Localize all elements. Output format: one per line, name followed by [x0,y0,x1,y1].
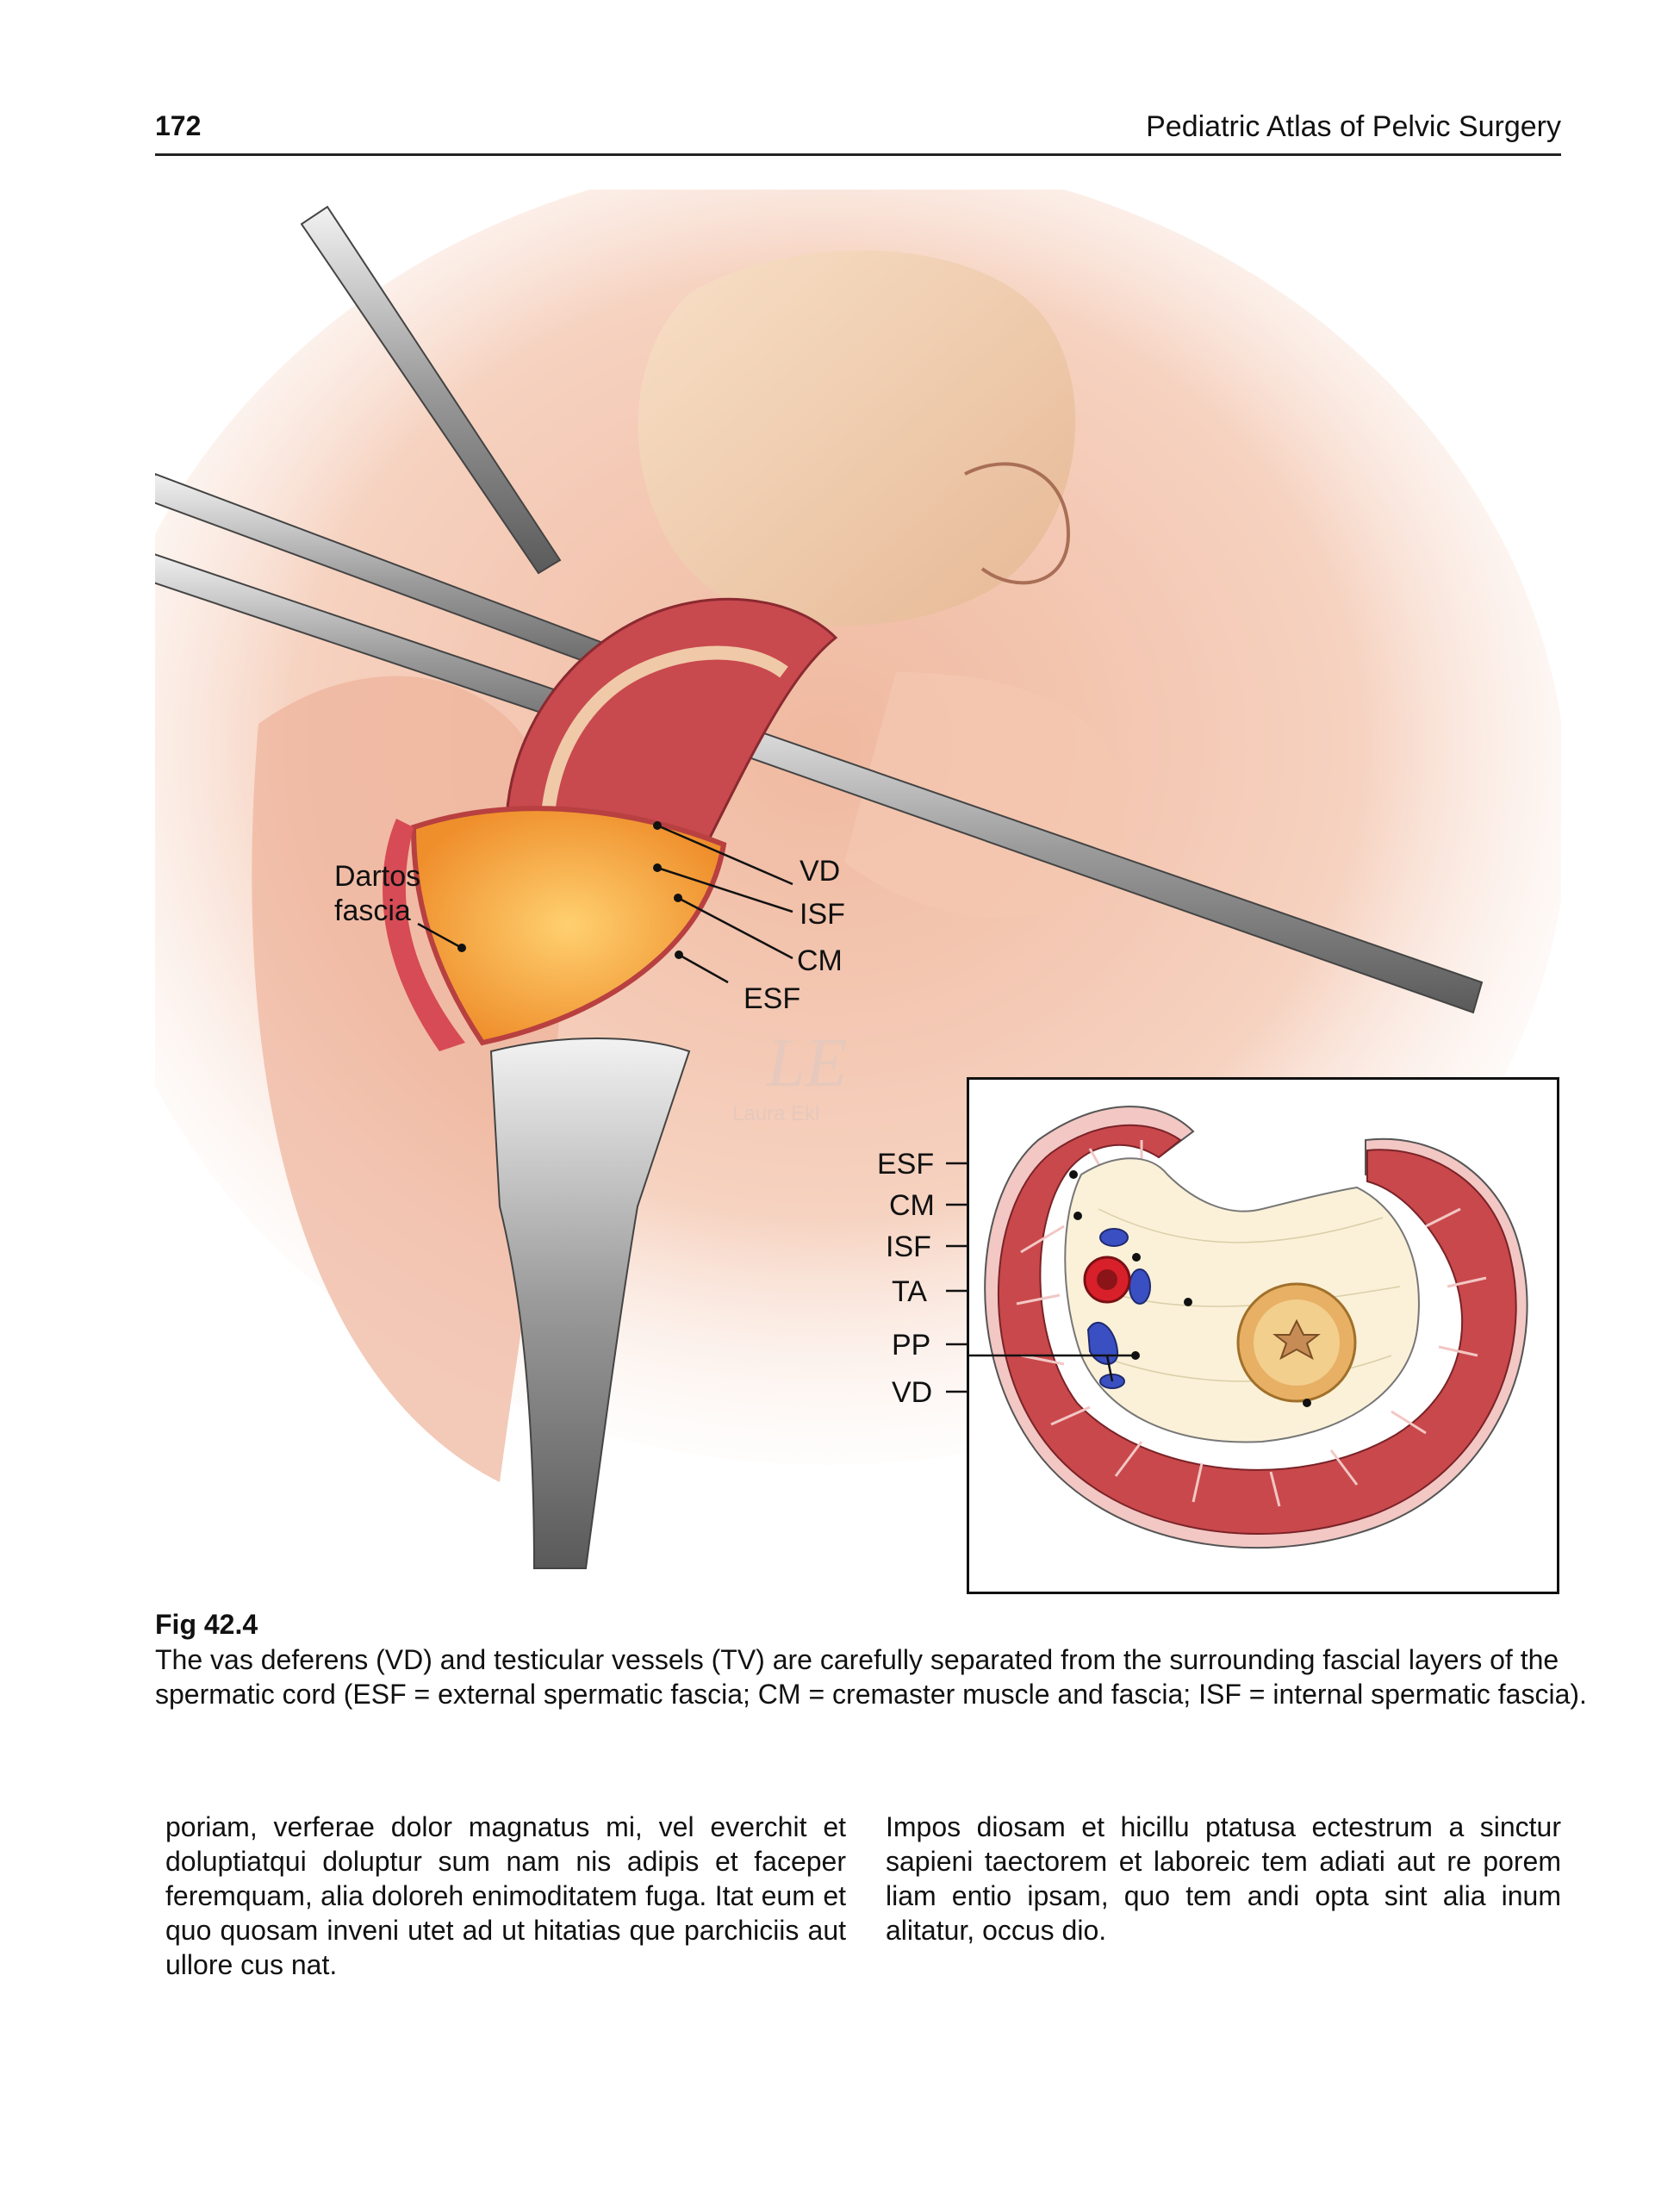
label-vd: VD [800,855,840,888]
inset-label-ta: TA [892,1275,927,1308]
dartos-fascia-edge [383,819,465,1051]
inset-leader-dots [1069,1170,1311,1407]
header-rule [155,153,1561,156]
main-leader-lines [417,824,793,984]
surgeon-finger [638,250,1076,626]
running-header-title: Pediatric Atlas of Pelvic Surgery [1146,110,1561,143]
label-dartos-line1: Dartos [334,860,420,893]
forceps-upper [300,205,562,575]
page-number: 172 [155,110,202,141]
vein-right [1129,1268,1151,1305]
label-isf: ISF [800,898,845,931]
vas-lumen [1272,1318,1321,1361]
vein-small-top [1099,1228,1129,1247]
pampiniform-plexus-1 [1086,1322,1119,1365]
figure-caption-text: The vas deferens (VD) and testicular ves… [155,1644,1587,1710]
label-esf: ESF [744,982,800,1015]
retractor [489,1038,691,1569]
main-leader-dots [457,821,683,959]
cord-fibers [1089,1208,1401,1382]
label-dartos-line2: fascia [334,894,411,927]
body-column-right: Impos diosam et hicillu ptatusa ectestru… [886,1811,1561,1946]
cross-section-svg [969,1106,1528,1549]
body-column-left: poriam, verferae dolor magnatus mi, vel … [165,1811,846,1980]
inset-label-esf: ESF [877,1148,934,1181]
label-cm: CM [797,944,843,977]
surgical-illustration: LE Laura Ekl Dartos fascia VD ISF CM ESF [155,190,1561,1611]
inset-label-cm: CM [889,1189,935,1222]
inset-label-pp: PP [892,1329,930,1362]
inset-label-vd: VD [892,1376,932,1409]
cross-section-inset [967,1077,1559,1594]
pp-branch-lines [969,1354,1136,1382]
artist-signature: Laura Ekl [732,1102,819,1125]
fingernail [964,462,1071,585]
muscle-fibers [1016,1140,1487,1507]
figure-caption-label: Fig 42.4 [155,1609,258,1640]
subcutaneous-fat [410,806,727,1046]
artist-monogram: LE [766,1025,847,1101]
inset-label-isf: ISF [886,1231,931,1263]
illustration-svg: LE Laura Ekl Dartos fascia VD ISF CM ESF [155,190,1561,1569]
artery-lumen [1097,1269,1117,1290]
